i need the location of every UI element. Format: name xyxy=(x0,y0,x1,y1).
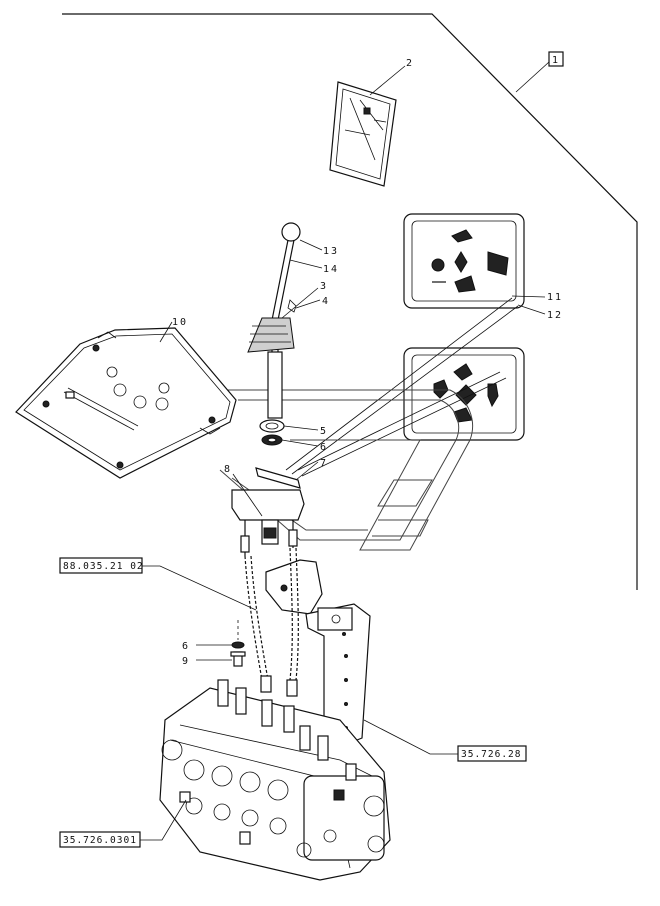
callout-1-label: 1 xyxy=(552,55,560,66)
callout-5-label: 5 xyxy=(320,426,328,437)
reference-lower-left-label: 35.726.0301 xyxy=(63,835,137,846)
reference-box-lower-left[interactable]: 35.726.0301 xyxy=(59,799,187,848)
decal-sheet-part xyxy=(329,81,397,187)
callout-9-label: 9 xyxy=(182,656,190,667)
callout-6-lower[interactable]: 6 xyxy=(182,641,232,652)
reference-box-upper-left[interactable]: 88.035.21 02 xyxy=(59,557,257,611)
callout-9[interactable]: 9 xyxy=(182,656,232,667)
decal-12-part xyxy=(403,347,525,441)
callout-12[interactable]: 12 xyxy=(547,310,563,321)
joystick-lever-part xyxy=(247,222,301,489)
callout-10-label: 10 xyxy=(172,317,188,328)
callout-2-label: 2 xyxy=(406,58,414,69)
decal-11-part xyxy=(403,213,525,309)
callout-1[interactable]: 1 xyxy=(515,51,564,93)
callout-13-label: 13 xyxy=(323,246,339,257)
callout-6-lower-label: 6 xyxy=(182,641,190,652)
reference-box-right[interactable]: 35.726.28 xyxy=(363,719,527,762)
callout-3[interactable]: 3 xyxy=(281,281,328,319)
control-valve-block-part xyxy=(159,679,391,881)
callout-4-label: 4 xyxy=(322,296,330,307)
callout-6[interactable]: 6 xyxy=(281,439,328,453)
callout-12-label: 12 xyxy=(547,310,563,321)
callout-11[interactable]: 11 xyxy=(547,292,563,303)
callout-8[interactable]: 8 xyxy=(224,464,263,517)
callout-5[interactable]: 5 xyxy=(283,425,328,437)
reference-right-label: 35.726.28 xyxy=(461,749,521,760)
callout-11-label: 11 xyxy=(547,292,563,303)
callout-10[interactable]: 10 xyxy=(159,317,188,343)
mounting-bracket-part xyxy=(265,559,371,747)
washer-bolt-part xyxy=(230,620,246,667)
callout-14[interactable]: 14 xyxy=(289,259,339,275)
callout-2[interactable]: 2 xyxy=(369,58,414,96)
callout-7-label: 7 xyxy=(320,458,328,469)
callout-13[interactable]: 13 xyxy=(299,239,339,257)
assembly-boundary-line xyxy=(62,13,638,590)
callout-8-label: 8 xyxy=(224,464,232,475)
callout-4[interactable]: 4 xyxy=(295,296,330,309)
callout-14-label: 14 xyxy=(323,264,339,275)
control-base-part xyxy=(231,489,305,556)
console-plate-part xyxy=(15,327,237,479)
hydraulic-hoses xyxy=(244,547,299,697)
reference-upper-left-label: 88.035.21 02 xyxy=(63,561,144,572)
callout-6-label: 6 xyxy=(320,442,328,453)
callout-7[interactable]: 7 xyxy=(295,458,328,481)
callout-3-label: 3 xyxy=(320,281,328,292)
